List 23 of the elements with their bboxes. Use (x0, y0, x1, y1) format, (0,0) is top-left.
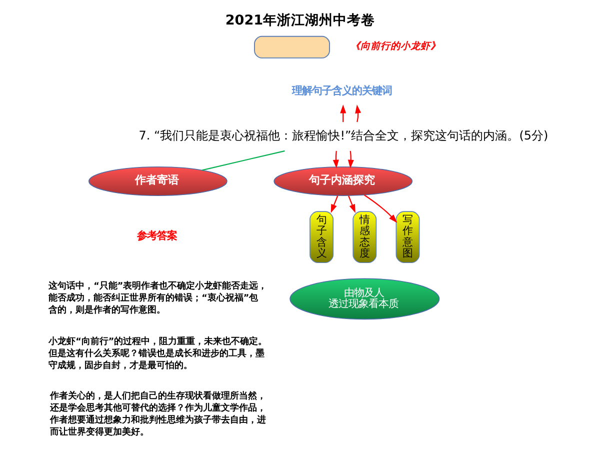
node-ellipse: 句子内涵探究 (273, 166, 412, 196)
label: 小龙虾“向前行”的过程中，阻力重重，未来也不确定。但是这有什么关系呢？错误也是成长和进步的工具，墨守成规，固步自封，才是最可怕的。 (48, 336, 267, 371)
arrow (330, 196, 338, 213)
diagram-title: 2021年浙江湖州中考卷 (224, 12, 375, 28)
label: 这句话中，“只能”表明作者也不确定小龙虾能否走远，能否成功，能否纠正世界所有的错误；“衷心祝福”包含的，则是作者的写作意图。 (48, 281, 267, 316)
node-box: 句子含义 (309, 211, 334, 264)
arrow (354, 104, 361, 122)
arrow (347, 150, 354, 168)
connector (202, 150, 284, 171)
label: 参考答案 (136, 230, 177, 242)
arrow (332, 150, 338, 168)
label: 作者关心的，是人们把自己的生存现状看做理所当然，还是学会思考其他可替代的选择？作为儿童文学作品，作者想要通过想象力和批判性思维为孩子带去自由，进而让世界变得更加美好。 (50, 392, 266, 438)
node-text: 理解句子含义的关键词 (292, 84, 392, 97)
arrow (363, 194, 397, 223)
node-ellipse: 作者寄语 (88, 166, 227, 196)
node-ellipse: 由物及人 透过现象看本质 (289, 278, 440, 320)
node-box (254, 36, 330, 58)
node-box: 情感态度 (352, 211, 376, 264)
node-text: 7. “我们只能是衷心祝福他：旅程愉快!”结合全文，探究这句话的内涵。(5分) (138, 128, 548, 142)
arrow (340, 104, 346, 122)
node-box: 写作意图 (395, 211, 420, 264)
arrow (348, 196, 355, 213)
label: 《向前行的小龙虾》 (350, 40, 440, 52)
